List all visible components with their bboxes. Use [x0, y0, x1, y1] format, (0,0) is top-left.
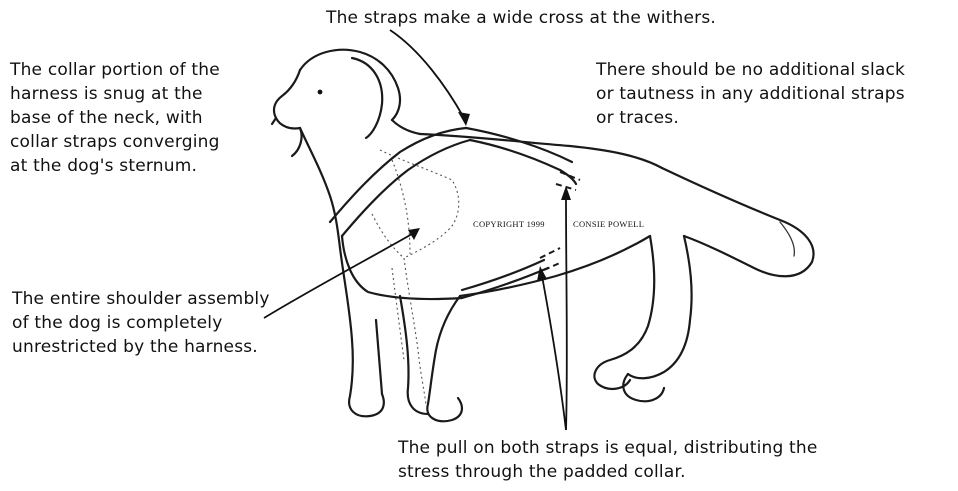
withers-annotation: The straps make a wide cross at the with… — [326, 6, 786, 30]
copyright-year: COPYRIGHT 1999 — [473, 219, 545, 229]
slack-annotation: There should be no additional slack or t… — [596, 58, 952, 130]
leader-arrows — [264, 30, 571, 430]
copyright-author: CONSIE POWELL — [573, 219, 644, 229]
shoulder-annotation: The entire shoulder assembly of the dog … — [12, 287, 342, 359]
collar-annotation: The collar portion of the harness is snu… — [10, 58, 280, 178]
pull-annotation: The pull on both straps is equal, distri… — [398, 436, 918, 484]
